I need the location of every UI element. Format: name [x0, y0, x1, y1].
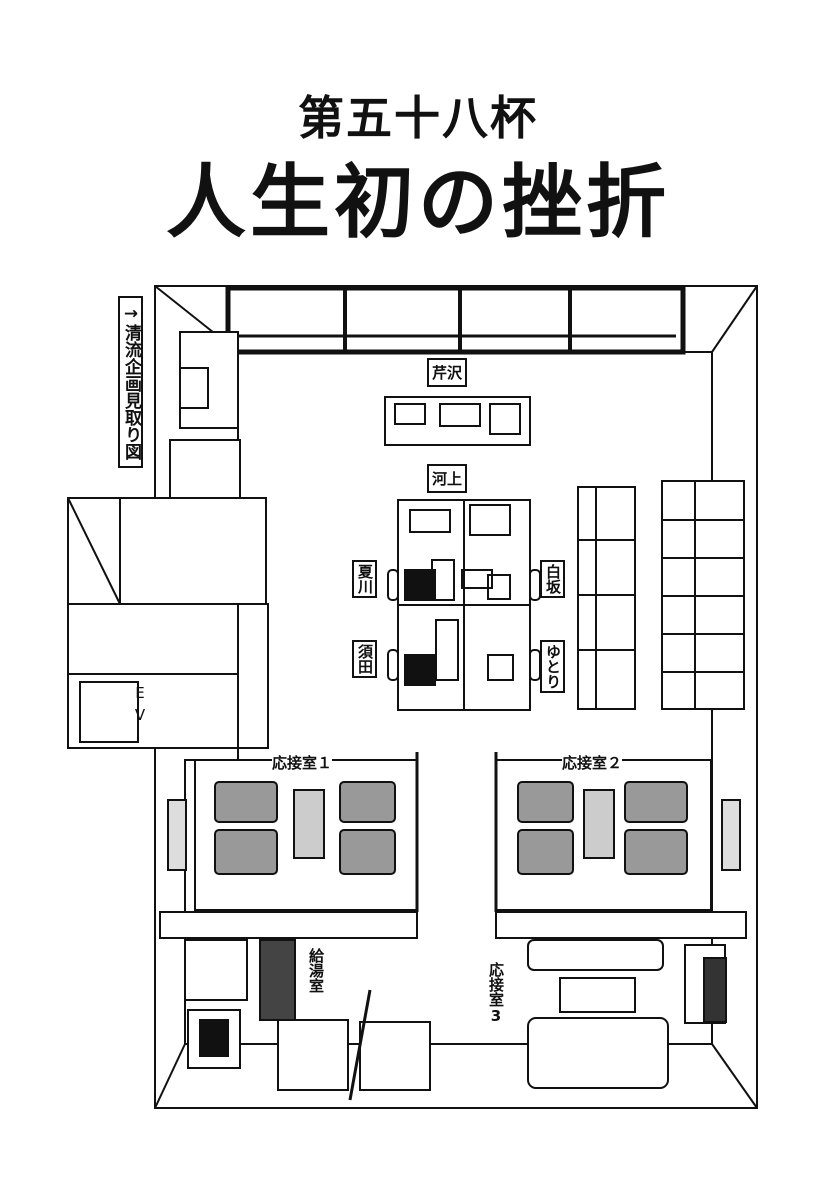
label-suda: 須田 — [352, 640, 377, 678]
label-reception-2: 応接室２ — [562, 752, 623, 773]
window-frame — [225, 285, 686, 355]
label-natsukawa: 夏川 — [352, 560, 377, 598]
sofa-top — [527, 939, 664, 971]
tall-shelf — [577, 486, 636, 710]
restroom-block — [119, 497, 267, 607]
label-elevator: EV — [131, 684, 149, 728]
label-reception-1: 応接室１ — [272, 752, 333, 773]
floor-plan-caption: →清流企画見取り図 — [118, 296, 143, 468]
label-kawakami: 河上 — [427, 464, 468, 493]
sofa-bottom — [527, 1017, 669, 1089]
label-kitchen: 給湯室 — [307, 948, 325, 993]
label-reception-3: 応接室3 — [487, 962, 505, 1025]
chapter-number-title: 第五十八杯 — [298, 91, 538, 145]
elevator-box — [67, 673, 239, 749]
label-serizawa: 芹沢 — [427, 358, 468, 387]
chapter-main-title: 人生初の挫折 — [166, 155, 670, 249]
label-yutori: ゆとり — [540, 640, 565, 693]
label-shirasaka: 白坂 — [540, 560, 565, 598]
kitchen-sink — [184, 939, 248, 1001]
